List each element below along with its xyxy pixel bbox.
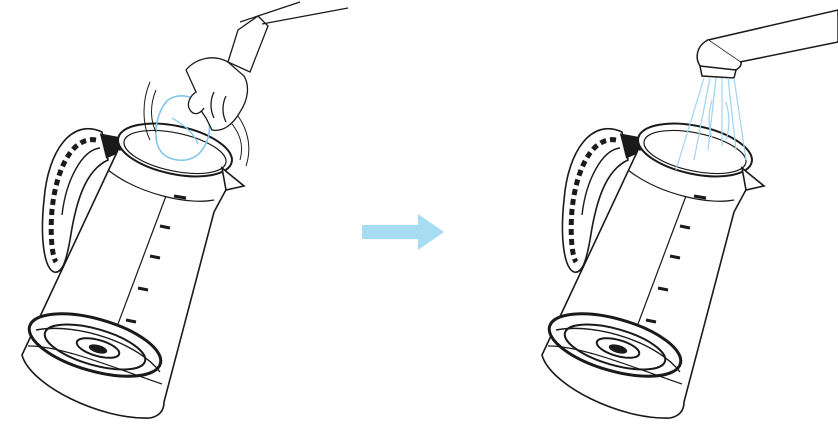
- step-1-wipe-inside: [22, 2, 348, 418]
- right-arrow-icon: [362, 214, 444, 250]
- pitcher-right-icon: [542, 114, 764, 418]
- step-2-rinse-under-faucet: [542, 10, 838, 418]
- pitcher-left-icon: [22, 114, 244, 418]
- hand-wiping-cloth-icon: [186, 2, 348, 130]
- faucet-icon: [697, 10, 838, 78]
